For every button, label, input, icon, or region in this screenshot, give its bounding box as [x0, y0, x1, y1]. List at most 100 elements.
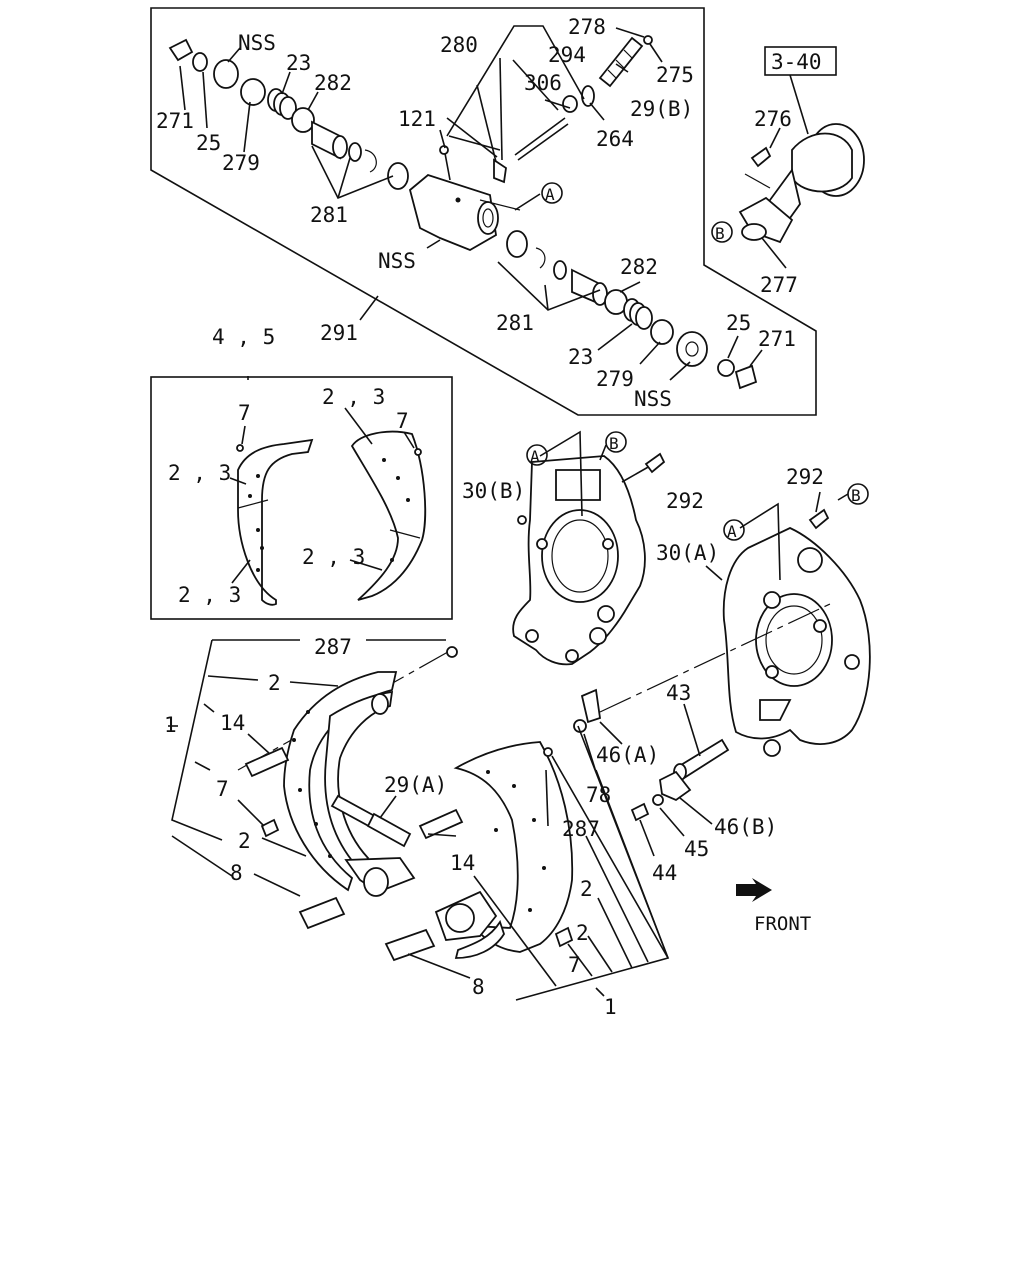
label-30b: 30(B) [462, 479, 525, 503]
label-1-bot: 1 [604, 995, 617, 1019]
washer-45 [652, 794, 664, 806]
bracket-46a [580, 688, 601, 724]
label-271-bot: 271 [758, 327, 796, 351]
sleeve-bot [506, 230, 528, 258]
label-292-a: 292 [666, 489, 704, 513]
label-278: 278 [568, 15, 606, 39]
bushing-281-bot [571, 268, 608, 306]
inset-rivet-7a [236, 444, 244, 452]
label-271-top: 271 [156, 109, 194, 133]
bolt-121 [439, 145, 451, 181]
grease-fitting-25-bot [717, 359, 735, 377]
callout-a-upper-text: A [545, 185, 555, 204]
washer-282-top [291, 107, 315, 133]
callout-b-spider-b [605, 431, 627, 453]
label-nss-bot: NSS [634, 387, 672, 411]
label-43: 43 [666, 681, 691, 705]
label-7-b: 7 [568, 953, 581, 977]
gasket-277 [741, 223, 767, 241]
label-23-top: 23 [286, 51, 311, 75]
label-45: 45 [684, 837, 709, 861]
label-306: 306 [524, 71, 562, 95]
clip-278 [643, 35, 653, 45]
label-292-b: 292 [786, 465, 824, 489]
bearing-nss-top [213, 59, 239, 89]
roller-8-left [298, 896, 346, 930]
label-294: 294 [548, 43, 586, 67]
label-2-c: 2 [580, 877, 593, 901]
label-2-d: 2 [576, 921, 589, 945]
callout-b-spider-a-text: B [851, 486, 861, 505]
callout-b-spider-b-text: B [609, 434, 619, 453]
upper-assembly-frame [150, 7, 817, 416]
label-78: 78 [586, 783, 611, 807]
front-label: FRONT [754, 913, 811, 935]
label-280: 280 [440, 33, 478, 57]
label-277: 277 [760, 273, 798, 297]
cam-housing-nss [408, 173, 499, 251]
bushing-281-top [311, 120, 377, 173]
label-275: 275 [656, 63, 694, 87]
grease-fitting-25-top [192, 52, 208, 72]
callout-a-spider-a-text: A [727, 522, 737, 541]
label-287-top: 287 [314, 635, 352, 659]
label-279-top: 279 [222, 151, 260, 175]
seal-279-bot [650, 319, 674, 345]
seal-279-top [240, 78, 266, 106]
brake-shoe-right [434, 741, 574, 959]
label-2-3-inset-a: 2 , 3 [322, 385, 385, 409]
anchor-pin-43 [673, 738, 730, 781]
label-29a: 29(A) [384, 773, 447, 797]
spring-29a [330, 794, 412, 848]
label-14-b: 14 [450, 851, 475, 875]
spring-29b [598, 36, 644, 88]
label-8-a: 8 [230, 861, 243, 885]
callout-b-chamber-text: B [715, 224, 725, 243]
spider-30a [722, 527, 871, 757]
label-264: 264 [596, 127, 634, 151]
label-44: 44 [652, 861, 677, 885]
ref-box-frame [764, 46, 837, 76]
front-arrow-icon [736, 878, 772, 902]
shoe-inset-frame [150, 376, 453, 620]
bolt-292-b [808, 508, 830, 530]
brake-chamber-3-40 [738, 123, 865, 244]
label-46a: 46(A) [596, 743, 659, 767]
snap-ring-bot [535, 247, 546, 269]
label-7-inset-a: 7 [238, 401, 251, 425]
inset-shoe-left [237, 438, 314, 606]
label-29b: 29(B) [630, 97, 693, 121]
label-nss-mid: NSS [378, 249, 416, 273]
spring-23-bot [623, 298, 653, 330]
label-2-b: 2 [238, 829, 251, 853]
callout-b-chamber [711, 221, 733, 243]
plate-46b [659, 770, 692, 802]
label-nss-top: NSS [238, 31, 276, 55]
rivet-7-left [260, 818, 280, 838]
spring-23-top [267, 88, 297, 120]
label-291: 291 [320, 321, 358, 345]
seal-cap-271-bot [734, 364, 758, 390]
label-2-3-inset-d: 2 , 3 [178, 583, 241, 607]
label-282-bot: 282 [620, 255, 658, 279]
oring-264 [581, 85, 595, 107]
label-23-bot: 23 [568, 345, 593, 369]
label-281-bot: 281 [496, 311, 534, 335]
sleeve-top [387, 162, 409, 190]
label-46b: 46(B) [714, 815, 777, 839]
clip-287-bot [543, 747, 553, 757]
label-25-bot: 25 [726, 311, 751, 335]
label-2-a: 2 [268, 671, 281, 695]
callout-a-upper [541, 182, 563, 204]
ref-box-label: 3-40 [771, 50, 822, 74]
label-287-bot: 287 [562, 817, 600, 841]
inset-rivet-7b [414, 448, 422, 456]
pin-14-right [418, 808, 464, 840]
label-7-inset-b: 7 [396, 409, 409, 433]
spider-30b [512, 455, 646, 666]
inset-shoe-right [350, 430, 427, 601]
label-14-a: 14 [220, 711, 245, 735]
callout-a-spider-b-text: A [530, 447, 540, 466]
bushing-small-bot [553, 260, 567, 280]
